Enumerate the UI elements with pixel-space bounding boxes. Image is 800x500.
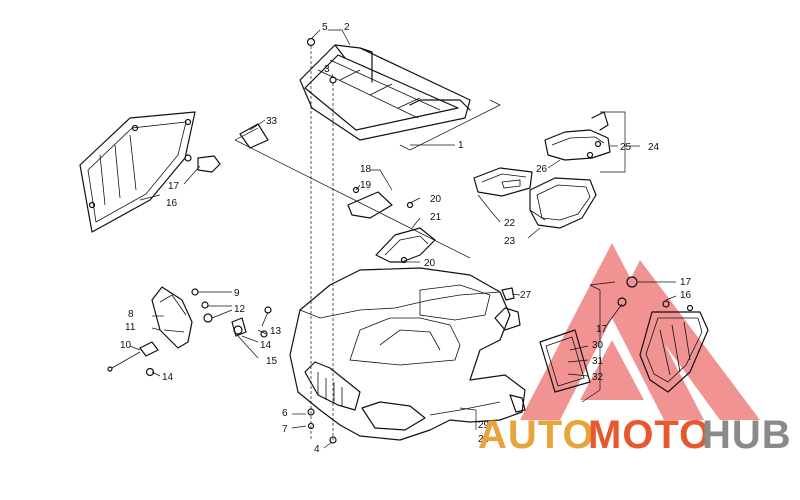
callout-33: 33 (266, 116, 278, 127)
callout-29: 29 (478, 420, 490, 431)
watermark-triangle-right (625, 260, 760, 420)
callout-6: 6 (282, 408, 288, 419)
decal-30-32 (539, 329, 591, 393)
headlight-assembly (151, 286, 193, 349)
watermark-moto: MOTO (588, 413, 711, 457)
callout-32: 32 (592, 372, 604, 383)
headlight-hardware (145, 288, 272, 377)
callout-14a: 14 (260, 340, 272, 351)
cover-18 (347, 186, 393, 219)
callout-9: 9 (234, 288, 240, 299)
front-fender (289, 267, 526, 441)
watermark-hub: HUB (702, 413, 792, 457)
leader-lines (129, 29, 677, 449)
callout-11: 11 (125, 322, 136, 333)
callout-14b: 14 (162, 372, 174, 383)
right-grommets (617, 276, 638, 307)
callout-26: 26 (536, 164, 548, 175)
callout-7: 7 (282, 424, 288, 435)
watermark-auto: AUTO (478, 413, 595, 457)
watermark-text: AUTO MOTO HUB (478, 413, 792, 457)
callout-27: 27 (520, 290, 532, 301)
callout-5: 5 (322, 22, 328, 33)
callout-4: 4 (314, 444, 320, 455)
callout-17b: 17 (680, 277, 692, 288)
front-rack (299, 44, 471, 141)
callout-22: 22 (504, 218, 516, 229)
callout-25: 25 (620, 142, 632, 153)
callout-10: 10 (120, 340, 132, 351)
callout-28: 28 (478, 434, 490, 445)
watermark-triangle-inner (580, 340, 644, 400)
callout-18: 18 (360, 164, 372, 175)
left-grommet (183, 155, 221, 185)
callout-30: 30 (592, 340, 604, 351)
callout-1: 1 (458, 140, 464, 151)
callout-16a: 16 (166, 198, 178, 209)
callout-20b: 20 (424, 258, 436, 269)
callout-labels: 1 2 3 4 5 6 7 8 9 10 11 12 13 14 14 15 1… (120, 22, 692, 455)
callout-24: 24 (648, 142, 660, 153)
callout-19: 19 (360, 180, 372, 191)
callout-17a: 17 (168, 181, 180, 192)
watermark-logo (520, 243, 760, 420)
callout-23: 23 (504, 236, 516, 247)
callout-31: 31 (592, 356, 604, 367)
storage-box-23 (529, 177, 597, 229)
headlight-bulb-10 (107, 341, 159, 372)
callout-21: 21 (430, 212, 442, 223)
reference-lines (234, 99, 616, 403)
callout-8: 8 (128, 309, 134, 320)
callout-20a: 20 (430, 194, 442, 205)
callout-15: 15 (266, 356, 278, 367)
callout-12: 12 (234, 304, 246, 315)
callout-13: 13 (270, 326, 282, 337)
callout-3: 3 (324, 64, 330, 75)
left-side-panel (79, 111, 196, 233)
callout-2: 2 (344, 22, 350, 33)
rack-bolts (306, 37, 337, 444)
callout-17c: 17 (596, 324, 608, 335)
housing-26 (544, 111, 611, 161)
storage-lid-22 (473, 167, 533, 197)
clip-27 (501, 287, 515, 301)
callout-16b: 16 (680, 290, 692, 301)
bracket-21 (375, 201, 436, 264)
watermark-triangle (520, 243, 704, 420)
right-side-panel (639, 300, 709, 393)
bracket-24-25 (600, 111, 640, 173)
decal-33 (239, 123, 269, 149)
